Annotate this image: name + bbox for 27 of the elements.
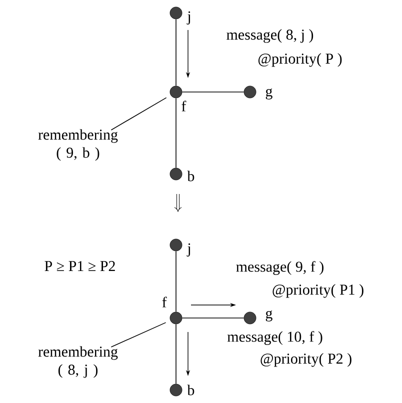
message-label: @priority( P2 ): [260, 353, 352, 367]
vertex-label: b: [187, 384, 194, 396]
message-label: message( 10, f ): [227, 331, 322, 345]
leader-line: [110, 97, 167, 130]
vertex-dot: [244, 312, 256, 324]
message-label: @priority( P ): [258, 53, 342, 67]
vertex-label: f: [162, 296, 167, 308]
vertex-dot: [170, 384, 182, 396]
vertex-dot: [170, 86, 182, 98]
vertex-label: f: [182, 100, 186, 112]
leader-line: [110, 322, 166, 348]
message-label: @priority( P1 ): [272, 284, 364, 298]
message-label: message( 8, j ): [226, 29, 314, 43]
text-label: remembering ( 9, b ): [38, 129, 118, 161]
vertex-dot: [244, 86, 256, 98]
vertex-label: g: [266, 88, 272, 100]
vertex-dot: [170, 168, 182, 180]
vertex-dot: [170, 238, 182, 252]
vertex-dot: [170, 6, 182, 20]
message-label: message( 9, f ): [236, 261, 324, 275]
vertex-label: b: [187, 170, 194, 182]
message-label: P ≥ P1 ≥ P2: [44, 261, 115, 271]
text-label: remembering ( 8, j ): [38, 346, 118, 378]
vertex-label: j: [186, 243, 190, 257]
vertex-label: g: [266, 310, 272, 322]
vertex-dot: [170, 312, 182, 324]
vertex-label: j: [186, 11, 190, 25]
